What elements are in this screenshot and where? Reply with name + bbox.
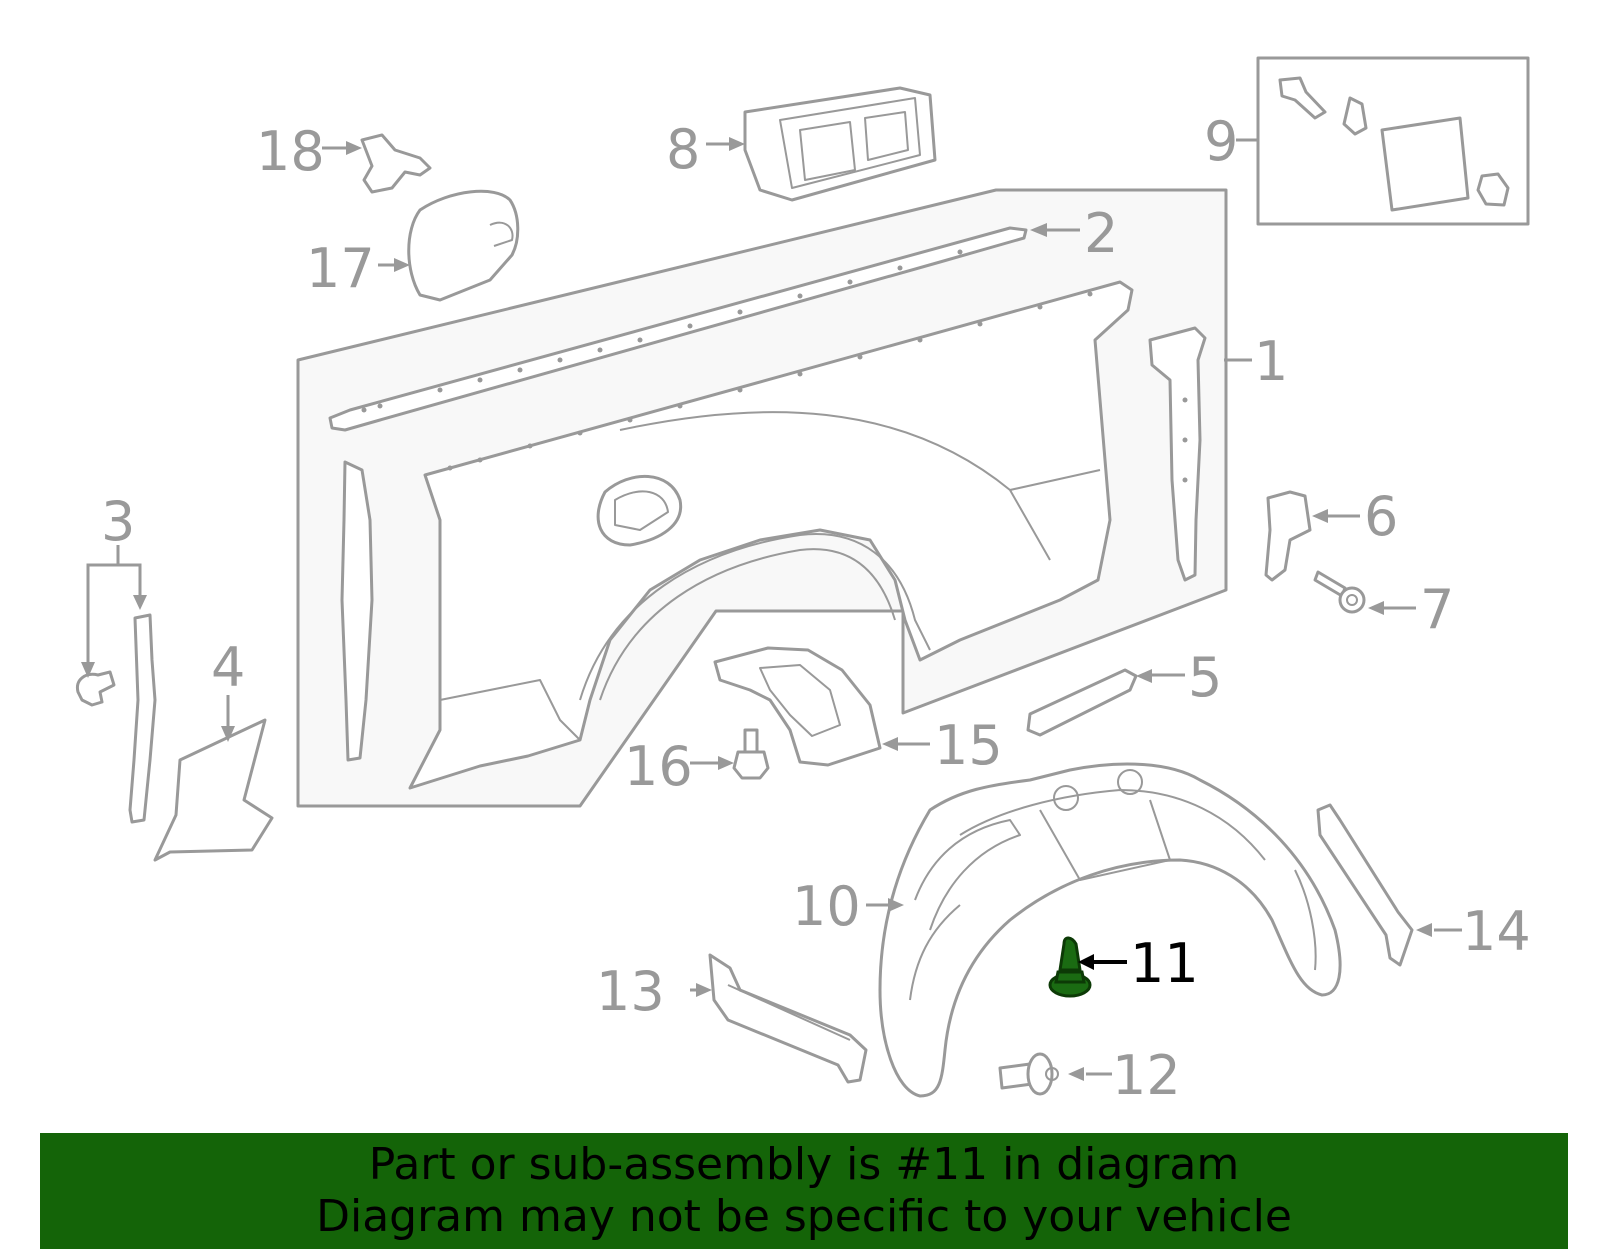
right-inner-bracket bbox=[1148, 326, 1207, 582]
part-18-bracket[interactable] bbox=[360, 133, 432, 194]
callout-15: 15 bbox=[934, 714, 1003, 777]
part-11-clip-highlighted[interactable] bbox=[1048, 936, 1092, 998]
callout-18: 18 bbox=[256, 120, 325, 183]
info-banner: Part or sub-assembly is #11 in diagram D… bbox=[40, 1133, 1568, 1249]
callout-2: 2 bbox=[1084, 202, 1118, 265]
part-3-clip-and-trim[interactable] bbox=[75, 613, 157, 824]
part-9-kit-contents bbox=[1278, 76, 1510, 212]
lower-crease bbox=[439, 679, 581, 741]
part-4-guard[interactable] bbox=[153, 718, 274, 862]
part-2-rail-holes bbox=[361, 249, 963, 413]
callout-1: 1 bbox=[1254, 330, 1288, 393]
part-14-strip[interactable] bbox=[1316, 803, 1414, 967]
part-13-bracket[interactable] bbox=[708, 953, 868, 1084]
wheel-arch-curve bbox=[579, 533, 931, 701]
inner-panel-holes bbox=[447, 291, 1093, 471]
callout-16: 16 bbox=[624, 735, 693, 798]
banner-line-2: Diagram may not be specific to your vehi… bbox=[316, 1191, 1292, 1242]
callout-5: 5 bbox=[1188, 646, 1222, 709]
part-17-fuel-door[interactable] bbox=[407, 189, 520, 302]
part-7-bolt[interactable] bbox=[1313, 570, 1366, 614]
part-10-wheel-liner[interactable] bbox=[878, 762, 1342, 1098]
part-8-vent-box[interactable] bbox=[743, 86, 937, 202]
leader-lines bbox=[81, 137, 1462, 1081]
part-12-bolt[interactable] bbox=[998, 1052, 1059, 1096]
wheel-arch-curve-outer bbox=[599, 548, 896, 701]
callout-8: 8 bbox=[666, 118, 700, 181]
callout-13: 13 bbox=[596, 960, 665, 1023]
part-16-bolt[interactable] bbox=[732, 728, 770, 780]
callout-7: 7 bbox=[1420, 578, 1454, 641]
fuel-filler-opening bbox=[596, 474, 683, 547]
callout-12: 12 bbox=[1112, 1044, 1181, 1107]
callout-14: 14 bbox=[1462, 900, 1531, 963]
panel-crease bbox=[619, 411, 1101, 561]
callout-6: 6 bbox=[1364, 485, 1398, 548]
left-inner-bracket bbox=[340, 460, 374, 762]
part-6-bracket[interactable] bbox=[1264, 490, 1312, 582]
callout-17: 17 bbox=[306, 237, 375, 300]
callout-3: 3 bbox=[101, 490, 135, 553]
callout-10: 10 bbox=[792, 875, 861, 938]
banner-line-1: Part or sub-assembly is #11 in diagram bbox=[368, 1139, 1240, 1190]
callout-4: 4 bbox=[211, 636, 245, 699]
part-5-strip[interactable] bbox=[1026, 668, 1138, 737]
callout-11-highlighted: 11 bbox=[1130, 932, 1199, 995]
part-2-upper-rail[interactable] bbox=[328, 226, 1028, 432]
inner-bed-panel bbox=[408, 280, 1134, 790]
part-15-reinforcement[interactable] bbox=[713, 646, 882, 767]
callout-9: 9 bbox=[1204, 110, 1238, 173]
